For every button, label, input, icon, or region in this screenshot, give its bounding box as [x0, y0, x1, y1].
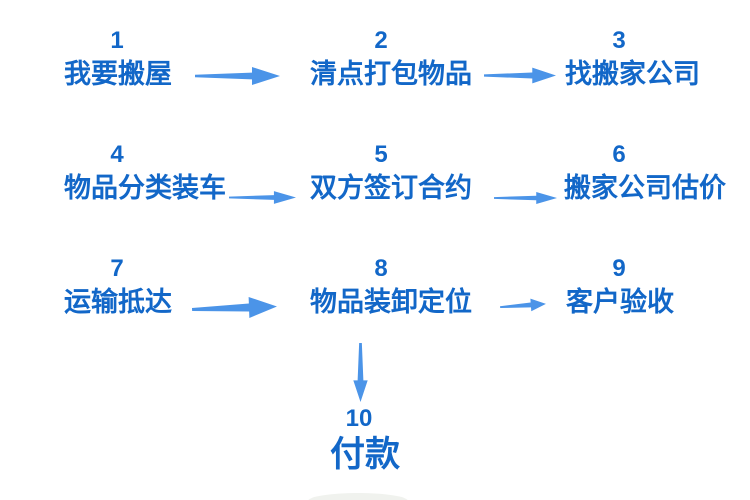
step-3-number: 3	[612, 27, 626, 54]
arrow-right-icon	[191, 297, 277, 318]
cutoff-bottom-shape	[308, 493, 408, 500]
step-1-number: 1	[110, 27, 124, 54]
step-3-label: 找搬家公司	[565, 59, 700, 89]
step-10-number: 10	[345, 405, 373, 432]
arrow-right-icon	[494, 192, 557, 204]
step-8-label: 物品装卸定位	[310, 287, 472, 317]
step-4-label: 物品分类装车	[64, 173, 226, 203]
arrow-right-icon	[195, 67, 280, 85]
step-5-label: 双方签订合约	[310, 173, 472, 203]
step-5-number: 5	[374, 141, 388, 168]
step-7-label: 运输抵达	[64, 287, 172, 317]
step-2-label: 清点打包物品	[310, 59, 472, 89]
step-2-number: 2	[374, 27, 388, 54]
step-9-number: 9	[612, 255, 626, 282]
step-1-label: 我要搬屋	[64, 59, 172, 89]
arrow-right-icon	[499, 298, 546, 312]
step-6-number: 6	[612, 141, 626, 168]
step-10-label: 付款	[329, 435, 401, 474]
step-9-label: 客户验收	[566, 287, 674, 317]
arrow-right-icon	[484, 67, 556, 84]
arrow-right-icon	[229, 191, 296, 204]
step-7-number: 7	[110, 255, 124, 282]
step-4-number: 4	[110, 141, 124, 168]
arrow-down-icon	[353, 343, 368, 402]
step-6-label: 搬家公司估价	[564, 173, 726, 203]
step-8-number: 8	[374, 255, 388, 282]
